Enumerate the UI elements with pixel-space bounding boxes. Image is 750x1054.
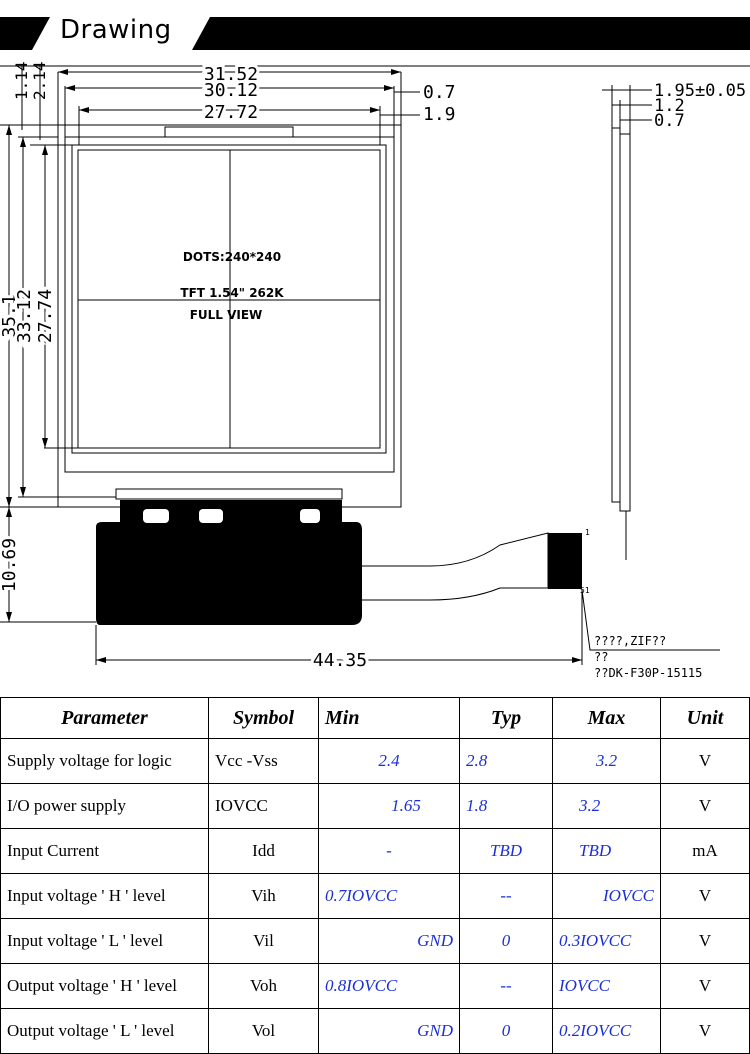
cell-parameter: Input voltage ' H ' level (0, 873, 209, 919)
cell-typ: 0 (459, 1008, 553, 1054)
cell-symbol: IOVCC (208, 783, 319, 829)
cell-unit: V (660, 918, 750, 964)
table-row: I/O power supply IOVCC 1.65 1.8 3.2 V (0, 783, 750, 829)
header-min: Min (318, 697, 460, 739)
pin-label-51: 51 (580, 586, 590, 595)
cell-symbol: Vil (208, 918, 319, 964)
dim-31-52: 31.52 (204, 64, 258, 85)
header-max: Max (552, 697, 661, 739)
dim-10-69: 10.69 (0, 538, 20, 592)
cell-typ: -- (459, 873, 553, 919)
cell-unit: V (660, 738, 750, 784)
dim-33-12: 33.12 (14, 289, 35, 343)
dim-0-7: 0.7 (423, 82, 456, 103)
technical-drawing: 31.52 30.12 27.72 0.7 1.9 1.14 2.14 35.1… (0, 62, 750, 680)
cell-max: TBD (552, 828, 661, 874)
table-row: Input Current Idd - TBD TBD mA (0, 828, 750, 874)
cell-max: 0.3IOVCC (552, 918, 661, 964)
cell-min: 0.7IOVCC (318, 873, 460, 919)
cell-unit: mA (660, 828, 750, 874)
table-row: Input voltage ' H ' level Vih 0.7IOVCC -… (0, 873, 750, 919)
cell-min: 0.8IOVCC (318, 963, 460, 1009)
cell-max: IOVCC (552, 873, 661, 919)
table-row: Input voltage ' L ' level Vil GND 0 0.3I… (0, 918, 750, 964)
screen-view-label: FULL VIEW (190, 308, 263, 322)
cell-min: GND (318, 1008, 460, 1054)
cell-symbol: Idd (208, 828, 319, 874)
cell-typ: 0 (459, 918, 553, 964)
dim-2-14: 2.14 (30, 62, 49, 100)
dim-1-14: 1.14 (12, 62, 31, 100)
cell-unit: V (660, 963, 750, 1009)
cell-symbol: Vcc -Vss (208, 738, 319, 784)
connector-note-3: ??DK-F30P-15115 (594, 666, 702, 680)
cell-max: 0.2IOVCC (552, 1008, 661, 1054)
cell-max: IOVCC (552, 963, 661, 1009)
table-row: Supply voltage for logic Vcc -Vss 2.4 2.… (0, 738, 750, 784)
side-dim-1-2: 1.2 (654, 96, 685, 116)
cell-unit: V (660, 783, 750, 829)
section-title: Drawing (60, 15, 172, 45)
cell-typ: 1.8 (459, 783, 553, 829)
cell-symbol: Voh (208, 963, 319, 1009)
header-parameter: Parameter (0, 697, 209, 739)
dim-35-1: 35.1 (0, 294, 20, 337)
cell-parameter: Input Current (0, 828, 209, 874)
dim-44-35: 44.35 (313, 650, 367, 671)
cell-min: 2.4 (318, 738, 460, 784)
screen-dots-label: DOTS:240*240 (183, 250, 281, 264)
cell-min: 1.65 (318, 783, 460, 829)
cell-parameter: I/O power supply (0, 783, 209, 829)
cell-unit: V (660, 873, 750, 919)
cell-parameter: Output voltage ' L ' level (0, 1008, 209, 1054)
cell-min: GND (318, 918, 460, 964)
table-row: Output voltage ' L ' level Vol GND 0 0.2… (0, 1008, 750, 1054)
cell-parameter: Input voltage ' L ' level (0, 918, 209, 964)
section-banner (0, 17, 750, 50)
cell-typ: 2.8 (459, 738, 553, 784)
header-symbol: Symbol (208, 697, 319, 739)
screen-tft-label: TFT 1.54" 262K (180, 286, 284, 300)
cell-parameter: Output voltage ' H ' level (0, 963, 209, 1009)
cell-symbol: Vih (208, 873, 319, 919)
cell-parameter: Supply voltage for logic (0, 738, 209, 784)
table-row: Output voltage ' H ' level Voh 0.8IOVCC … (0, 963, 750, 1009)
cell-typ: -- (459, 963, 553, 1009)
connector-note-2: ?? (594, 650, 608, 664)
cell-min: - (318, 828, 460, 874)
dim-30-12: 30.12 (204, 80, 258, 101)
electrical-spec-table: Parameter Symbol Min Typ Max Unit Supply… (0, 697, 750, 1054)
table-header-row: Parameter Symbol Min Typ Max Unit (0, 697, 750, 739)
header-typ: Typ (459, 697, 553, 739)
dim-1-9: 1.9 (423, 104, 456, 125)
pin-label-1: 1 (585, 528, 590, 537)
side-dim-0-7: 0.7 (654, 111, 685, 131)
cell-max: 3.2 (552, 783, 661, 829)
cell-typ: TBD (459, 828, 553, 874)
cell-max: 3.2 (552, 738, 661, 784)
dim-27-72: 27.72 (204, 102, 258, 123)
connector-note-1: ????,ZIF?? (594, 634, 666, 648)
cell-unit: V (660, 1008, 750, 1054)
side-dim-thickness: 1.95±0.05 (654, 81, 746, 101)
dim-27-74: 27.74 (35, 289, 56, 343)
header-unit: Unit (660, 697, 750, 739)
